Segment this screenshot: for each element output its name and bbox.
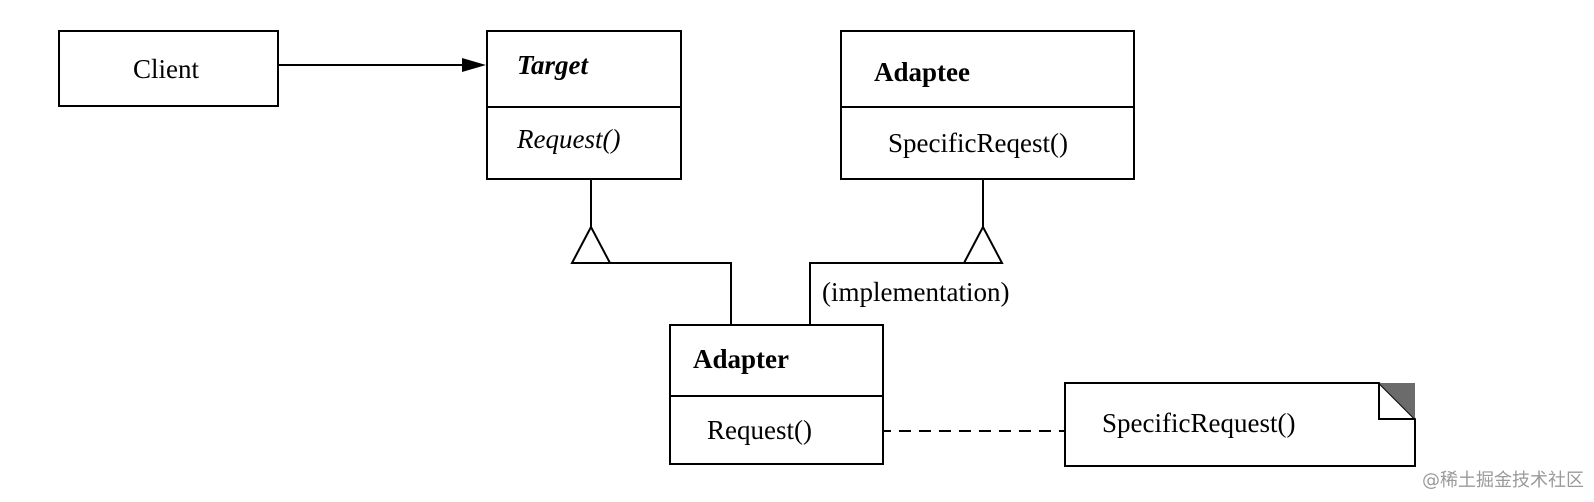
adapter-to-adaptee-implementation-line xyxy=(809,262,964,324)
target-generalization-triangle xyxy=(570,224,612,264)
target-method: Request() xyxy=(517,124,621,154)
adapter-to-target-inheritance-line xyxy=(610,262,732,324)
adapter-class-name: Adapter xyxy=(693,344,789,374)
implementation-label: (implementation) xyxy=(822,277,1010,307)
adaptee-method-section: SpecificReqest() xyxy=(842,106,1133,178)
adapter-method: Request() xyxy=(707,415,812,445)
watermark-text: @稀土掘金技术社区 xyxy=(1422,470,1584,491)
adapter-name-section: Adapter xyxy=(671,326,882,395)
adaptee-name-section: Adaptee xyxy=(842,32,1133,106)
association-arrowhead xyxy=(462,58,486,72)
note-text: SpecificRequest() xyxy=(1102,408,1296,438)
adaptee-class-box: Adaptee SpecificReqest() xyxy=(840,30,1135,180)
note-fold-edge xyxy=(1378,383,1415,420)
note-outline xyxy=(1064,382,1416,467)
adapter-class-box: Adapter Request() xyxy=(669,324,884,465)
target-method-section: Request() xyxy=(488,106,680,178)
adaptee-method: SpecificReqest() xyxy=(888,128,1068,158)
adaptee-class-name: Adaptee xyxy=(874,57,970,87)
adaptee-generalization-triangle xyxy=(962,224,1004,264)
target-class-name: Target xyxy=(517,50,589,80)
target-name-section: Target xyxy=(488,32,680,106)
adapter-method-section: Request() xyxy=(671,395,882,463)
client-class-name: Client xyxy=(133,54,199,84)
client-class-box: Client xyxy=(58,30,279,107)
target-class-box: Target Request() xyxy=(486,30,682,180)
note-folded-corner xyxy=(1379,383,1415,419)
